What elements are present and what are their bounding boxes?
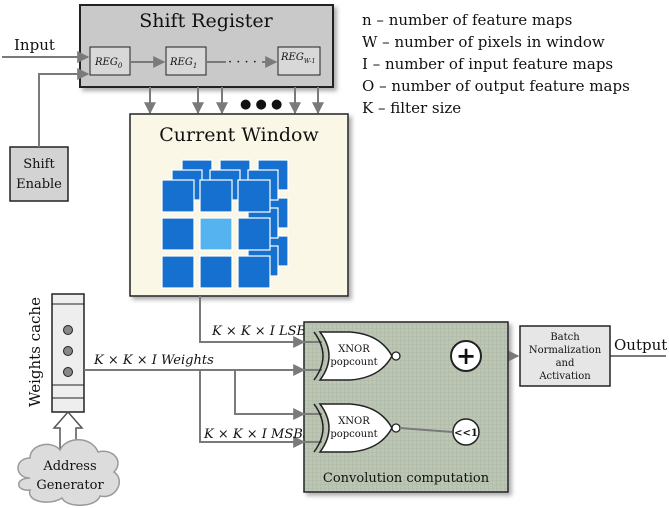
legend-o: O – number of output feature maps bbox=[362, 77, 630, 95]
center-pixel bbox=[199, 217, 233, 251]
shift-enable-line1: Shift bbox=[23, 157, 55, 172]
convolution-block: XNOR popcount XNOR popcount + <<1 Convol… bbox=[300, 321, 509, 493]
svg-text:REG1: REG1 bbox=[169, 57, 197, 70]
address-generator-line2: Generator bbox=[36, 478, 104, 493]
register-ellipsis: · · · · bbox=[228, 55, 257, 70]
legend-n: n – number of feature maps bbox=[362, 11, 572, 29]
legend: n – number of feature maps W – number of… bbox=[362, 11, 630, 117]
shift-left-symbol: <<1 bbox=[454, 428, 478, 439]
shift-enable-line2: Enable bbox=[16, 177, 62, 192]
shift-left-node: <<1 bbox=[452, 418, 480, 446]
lsbs-signal-label: K × K × I LSBs bbox=[211, 324, 313, 339]
legend-k: K – filter size bbox=[362, 99, 461, 117]
current-window-title: Current Window bbox=[159, 124, 319, 146]
pixel-grid bbox=[161, 159, 289, 289]
input-label: Input bbox=[14, 36, 55, 54]
convolution-label: Convolution computation bbox=[323, 471, 490, 486]
address-generator-cloud: Address Generator bbox=[17, 439, 120, 506]
register-w-minus-1: REGW-1 bbox=[277, 46, 321, 76]
register-0: REG0 bbox=[89, 46, 131, 76]
msbs-signal-label: K × K × I MSBs bbox=[203, 427, 310, 442]
batch-norm-line1: Batch bbox=[550, 332, 580, 343]
xnor-popcount-gate-2: XNOR popcount bbox=[313, 403, 401, 453]
weights-cache-block: Weights cache bbox=[26, 293, 85, 413]
xnor-2-line1: XNOR bbox=[338, 416, 370, 427]
legend-i: I – number of input feature maps bbox=[362, 55, 613, 73]
batch-norm-block: Batch Normalization and Activation bbox=[519, 325, 611, 387]
register-1: REG1 bbox=[165, 46, 207, 76]
adder-symbol: + bbox=[456, 341, 476, 370]
weights-cache-label: Weights cache bbox=[26, 297, 44, 407]
batch-norm-line4: Activation bbox=[538, 371, 591, 382]
shift-enable-block: Shift Enable bbox=[9, 146, 69, 202]
xnor-2-line2: popcount bbox=[330, 429, 377, 440]
xnor-1-line1: XNOR bbox=[338, 344, 370, 355]
svg-text:REG0: REG0 bbox=[94, 57, 123, 70]
legend-w: W – number of pixels in window bbox=[362, 33, 605, 51]
shift-register-block: Shift Register REG0 REG1 REGW-1 · · · · bbox=[79, 4, 334, 88]
shift-register-title: Shift Register bbox=[139, 10, 273, 32]
xnor-popcount-gate-1: XNOR popcount bbox=[313, 331, 401, 381]
register-bus: ● ● ● bbox=[144, 87, 324, 115]
adder-node: + bbox=[450, 340, 482, 372]
bus-ellipsis: ● ● ● bbox=[240, 97, 282, 112]
xnor-1-line2: popcount bbox=[330, 357, 377, 368]
batch-norm-line3: and bbox=[556, 358, 575, 369]
weights-signal-label: K × K × I Weights bbox=[93, 353, 214, 368]
current-window-block: Current Window bbox=[129, 113, 349, 297]
address-generator-line1: Address bbox=[42, 459, 96, 474]
batch-norm-line2: Normalization bbox=[529, 345, 602, 356]
output-label: Output bbox=[614, 336, 667, 354]
